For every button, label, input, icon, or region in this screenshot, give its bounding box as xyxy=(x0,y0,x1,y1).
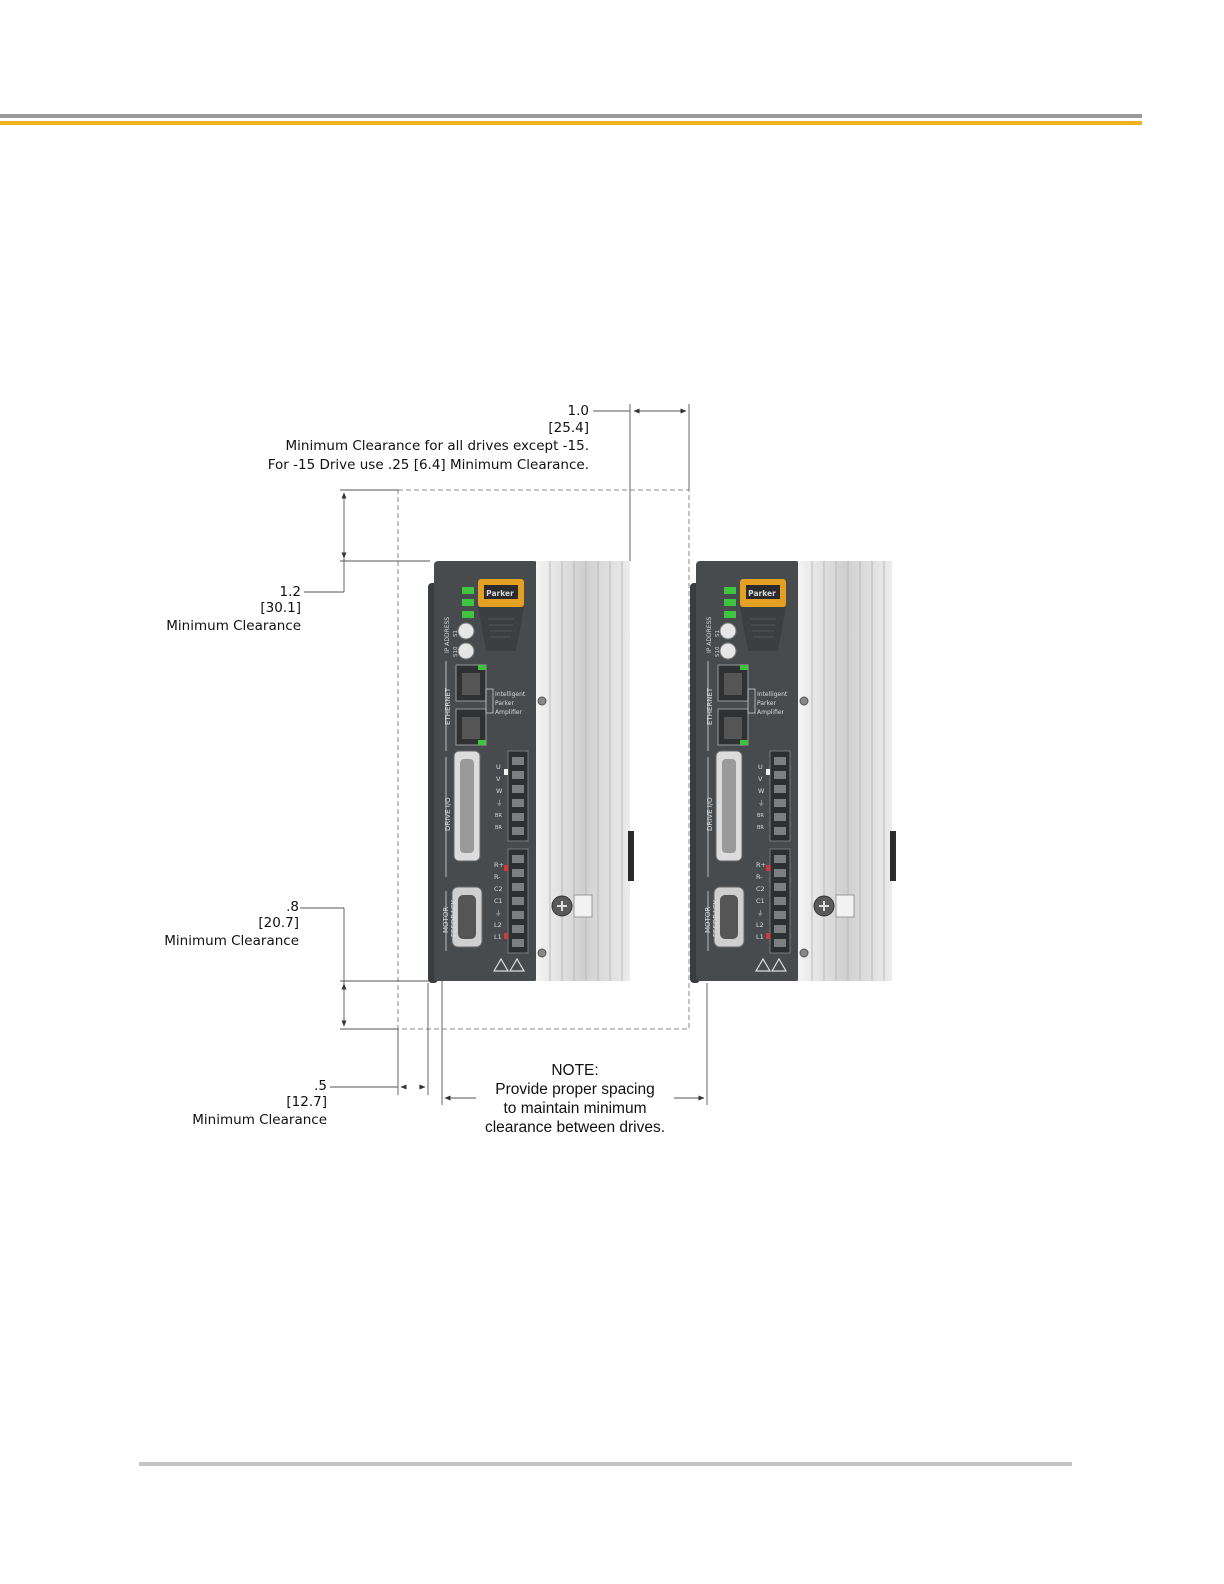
switch-s10-label: S10 xyxy=(453,646,459,657)
dim-top-metric: [25.4] xyxy=(548,420,589,436)
ipa-line-1: Intelligent xyxy=(757,691,788,698)
dim-above-metric: [30.1] xyxy=(260,600,301,616)
switch-s1-label: S1 xyxy=(453,630,459,637)
terminal-l2: L2 xyxy=(756,921,764,929)
note-line-2: to maintain minimum xyxy=(503,1100,647,1117)
header-rule-gold xyxy=(0,121,1142,125)
terminal-u: U xyxy=(758,763,763,771)
ipa-line-2: Parker xyxy=(757,700,776,707)
terminal-r-plus: R+ xyxy=(494,861,504,869)
port-motor-label: MOTOR xyxy=(704,907,712,933)
terminal-c1: C1 xyxy=(494,897,503,905)
dim-below-metric: [20.7] xyxy=(258,915,299,931)
dim-side-value: .5 xyxy=(314,1078,327,1094)
header-rule-gray xyxy=(0,114,1142,118)
terminal-c2: C2 xyxy=(756,885,765,893)
note-line-1: Provide proper spacing xyxy=(495,1081,655,1098)
terminal-br-1: BR xyxy=(495,813,502,819)
clearance-envelope xyxy=(397,489,690,1030)
port-ip-address-label: IP ADDRESS xyxy=(444,617,451,653)
port-feedback-label: FEEDBACK xyxy=(712,899,720,937)
terminal-v: V xyxy=(496,775,501,783)
terminal-u: U xyxy=(496,763,501,771)
terminal-r-plus: R+ xyxy=(756,861,766,869)
switch-s10-label: S10 xyxy=(715,646,721,657)
dim-top-line2: For -15 Drive use .25 [6.4] Minimum Clea… xyxy=(267,457,589,473)
dim-above-value: 1.2 xyxy=(279,584,301,600)
switch-s1-label: S1 xyxy=(715,630,721,637)
terminal-w: W xyxy=(758,787,765,795)
drive-unit-left: Parker Intelligent Parker Amplifier IP A… xyxy=(427,560,635,984)
terminal-br-2: BR xyxy=(495,825,502,831)
ipa-line-2: Parker xyxy=(495,700,514,707)
dimension-lines xyxy=(300,404,708,1105)
ipa-line-3: Amplifier xyxy=(495,709,523,716)
note-title: NOTE: xyxy=(551,1062,599,1079)
dim-side-metric: [12.7] xyxy=(286,1094,327,1110)
terminal-v: V xyxy=(758,775,763,783)
footer-rule xyxy=(139,1462,1072,1466)
terminal-r-minus: R- xyxy=(756,873,763,881)
port-drive-io-label: DRIVE I/O xyxy=(444,797,452,831)
ipa-line-3: Amplifier xyxy=(757,709,785,716)
drive-brand-label: Parker xyxy=(486,589,514,598)
terminal-ground-2: ⏚ xyxy=(495,909,502,917)
dim-top-line1: Minimum Clearance for all drives except … xyxy=(285,438,589,454)
drive-unit-right: Parker Intelligent Parker Amplifier IP A… xyxy=(689,560,897,984)
terminal-ground-2: ⏚ xyxy=(757,909,764,917)
port-ethernet-label: ETHERNET xyxy=(444,687,452,725)
dim-below-label: Minimum Clearance xyxy=(164,933,299,949)
port-ethernet-label: ETHERNET xyxy=(706,687,714,725)
dim-side-label: Minimum Clearance xyxy=(192,1112,327,1128)
ipa-line-1: Intelligent xyxy=(495,691,526,698)
port-motor-label: MOTOR xyxy=(442,907,450,933)
terminal-w: W xyxy=(496,787,503,795)
dim-below-value: .8 xyxy=(286,899,299,915)
port-drive-io-label: DRIVE I/O xyxy=(706,797,714,831)
terminal-l1: L1 xyxy=(494,933,502,941)
terminal-c2: C2 xyxy=(494,885,503,893)
dim-top-value: 1.0 xyxy=(567,403,589,419)
note-line-3: clearance between drives. xyxy=(484,1119,666,1136)
terminal-c1: C1 xyxy=(756,897,765,905)
terminal-l2: L2 xyxy=(494,921,502,929)
terminal-ground: ⏚ xyxy=(496,799,503,807)
dim-above-label: Minimum Clearance xyxy=(166,618,301,634)
terminal-br-2: BR xyxy=(757,825,764,831)
terminal-ground: ⏚ xyxy=(758,799,765,807)
drive-brand-label: Parker xyxy=(748,589,776,598)
port-ip-address-label: IP ADDRESS xyxy=(706,617,713,653)
terminal-br-1: BR xyxy=(757,813,764,819)
terminal-r-minus: R- xyxy=(494,873,501,881)
port-feedback-label: FEEDBACK xyxy=(450,899,458,937)
terminal-l1: L1 xyxy=(756,933,764,941)
